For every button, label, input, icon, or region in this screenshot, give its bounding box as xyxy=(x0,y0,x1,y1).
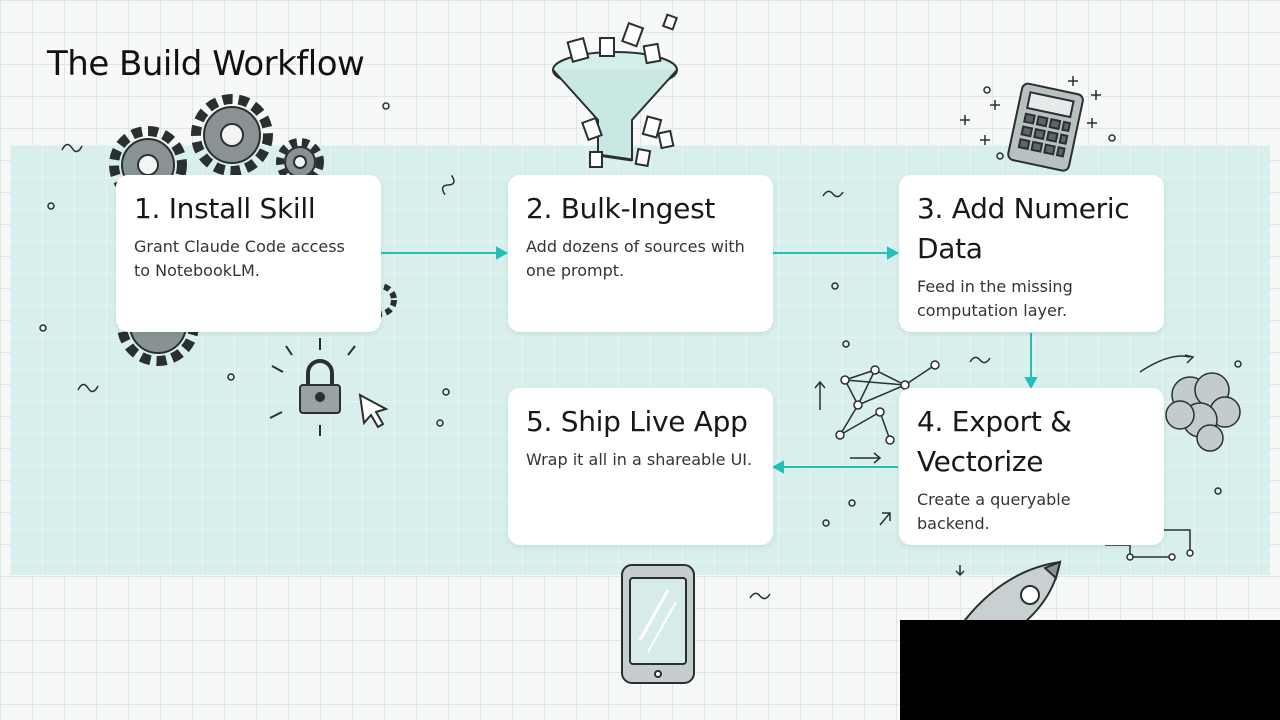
black-overlay-box xyxy=(900,620,1280,720)
step-title: 2. Bulk-Ingest xyxy=(526,192,716,225)
page-title: The Build Workflow xyxy=(47,44,365,84)
step-title: 4. Export & Vectorize xyxy=(917,405,1072,478)
step-description: Wrap it all in a shareable UI. xyxy=(526,450,753,469)
network-graph-icon xyxy=(835,360,940,445)
step-card-add-numeric-data: 3. Add Numeric Data Feed in the missing … xyxy=(899,175,1164,332)
cursor-icon xyxy=(358,393,389,429)
step-title: 5. Ship Live App xyxy=(526,405,748,438)
step-card-install-skill: 1. Install Skill Grant Claude Code acces… xyxy=(116,175,381,332)
calculator-icon xyxy=(1007,82,1084,172)
rocket-icon xyxy=(963,560,1062,639)
funnel-icon xyxy=(552,13,679,168)
step-card-bulk-ingest: 2. Bulk-Ingest Add dozens of sources wit… xyxy=(508,175,773,332)
doodles xyxy=(39,86,1242,600)
brain-icon xyxy=(1139,354,1241,452)
smartphone-icon xyxy=(621,564,695,684)
step-description: Feed in the missing computation layer. xyxy=(917,277,1073,320)
step-card-export-vectorize: 4. Export & Vectorize Create a queryable… xyxy=(899,388,1164,545)
circuit-icon xyxy=(1105,529,1194,561)
workflow-arrows xyxy=(381,246,1038,474)
plus-signs xyxy=(960,76,1101,145)
step-description: Add dozens of sources with one prompt. xyxy=(526,237,745,280)
step-description: Create a queryable backend. xyxy=(917,490,1071,533)
step-title: 1. Install Skill xyxy=(134,192,316,225)
step-card-ship-live-app: 5. Ship Live App Wrap it all in a sharea… xyxy=(508,388,773,545)
step-description: Grant Claude Code access to NotebookLM. xyxy=(134,237,345,280)
step-title: 3. Add Numeric Data xyxy=(917,192,1130,265)
lock-icon xyxy=(269,338,356,436)
